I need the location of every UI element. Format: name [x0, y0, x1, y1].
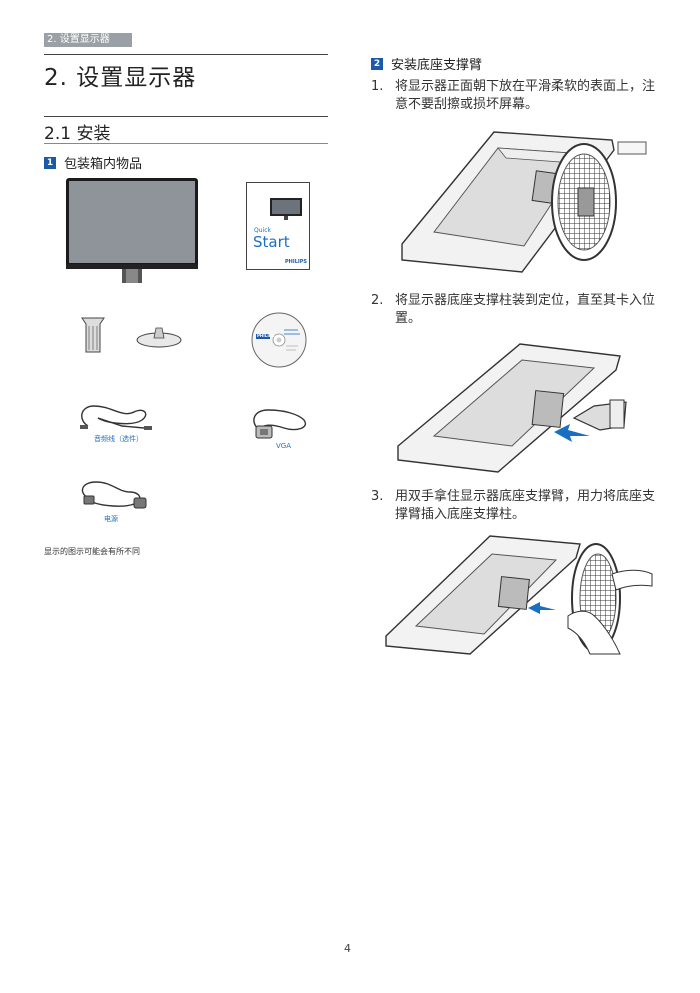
step-2: 2. 将显示器底座支撑柱装到定位，直至其卡入位置。	[371, 292, 657, 332]
qsg-monitor-image	[270, 198, 302, 220]
step-text: 将显示器底座支撑柱装到定位，直至其卡入位置。	[395, 293, 656, 326]
section-rule	[44, 116, 328, 117]
philips-logo: PHILIPS	[285, 259, 308, 265]
chapter-rule-top	[44, 54, 328, 55]
caption-power-cable: 电源	[104, 515, 118, 523]
cd-illustration	[251, 312, 307, 368]
subsection-install-base: 2 安装底座支撑臂	[371, 54, 482, 73]
power-cable-illustration	[81, 481, 147, 509]
header-tab: 2. 设置显示器	[44, 33, 132, 47]
subsection-title: 包装箱内物品	[64, 157, 143, 172]
section-title: 2.1 安装	[44, 124, 111, 144]
vga-cable-illustration	[253, 409, 307, 439]
illustration-note: 显示的图示可能会有所不同	[44, 547, 140, 556]
section-rule-bottom	[44, 143, 328, 144]
step-text: 用双手拿住显示器底座支撑臂，用力将底座支撑臂插入底座支撑柱。	[395, 489, 656, 522]
caption-vga-cable: VGA	[276, 442, 292, 450]
step2-illustration	[397, 343, 627, 473]
base-illustration	[136, 327, 182, 348]
page-number: 4	[344, 942, 351, 955]
cd-brand-label: PHILIPS	[257, 333, 275, 338]
subsection-title: 安装底座支撑臂	[391, 58, 483, 73]
section-badge: 1	[44, 156, 56, 169]
quick-start-guide: Quick Start PHILIPS	[246, 182, 310, 270]
step-text: 将显示器正面朝下放在平滑柔软的表面上，注意不要刮擦或损坏屏幕。	[395, 79, 656, 112]
qsg-start-label: Start	[253, 233, 290, 251]
base-column-illustration	[81, 317, 105, 353]
step-1: 1. 将显示器正面朝下放在平滑柔软的表面上，注意不要刮擦或损坏屏幕。	[371, 78, 657, 118]
step-number: 3.	[371, 489, 384, 504]
qsg-quick-label: Quick	[254, 227, 271, 234]
monitor-illustration	[66, 178, 198, 283]
audio-cable-illustration	[80, 405, 152, 430]
step-number: 2.	[371, 293, 384, 308]
section-badge: 2	[371, 57, 383, 70]
step1-illustration	[401, 131, 647, 273]
subsection-package-contents: 1 包装箱内物品	[44, 153, 142, 172]
step-number: 1.	[371, 79, 384, 94]
caption-audio-cable: 音频线（选件）	[94, 435, 143, 443]
step3-illustration	[385, 535, 653, 655]
step-3: 3. 用双手拿住显示器底座支撑臂，用力将底座支撑臂插入底座支撑柱。	[371, 488, 657, 528]
chapter-title: 2. 设置显示器	[44, 65, 197, 91]
